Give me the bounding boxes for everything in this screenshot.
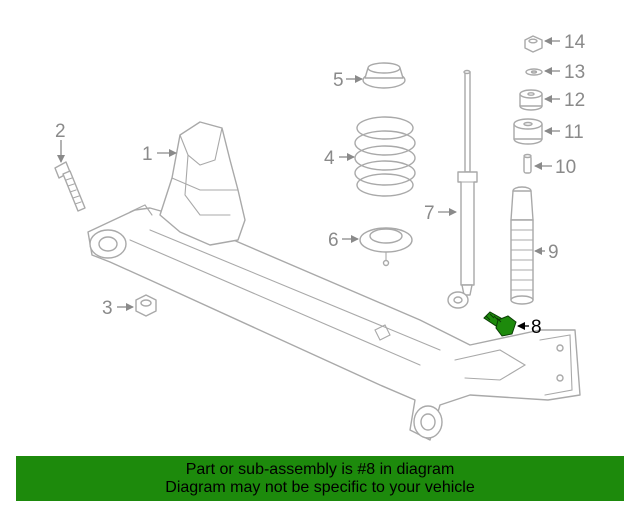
callout-9: 9	[548, 242, 559, 263]
shock-absorber-part	[447, 69, 478, 309]
callout-11: 11	[564, 122, 584, 143]
lower-spring-seat-part	[359, 227, 413, 267]
washer-part	[525, 68, 543, 76]
banner-line-2: Diagram may not be specific to your vehi…	[165, 478, 475, 496]
mount-bushing-part	[513, 118, 543, 145]
nut-part	[135, 294, 157, 317]
axle-beam-part	[87, 121, 581, 441]
callout-2: 2	[55, 121, 66, 142]
sleeve-part	[523, 153, 532, 174]
callout-12: 12	[564, 90, 585, 111]
callout-14: 14	[564, 32, 586, 53]
upper-bushing-part	[519, 89, 543, 111]
highlighted-bolt-part	[483, 311, 517, 337]
highlight-banner: Part or sub-assembly is #8 in diagram Di…	[16, 456, 624, 501]
callout-5: 5	[333, 70, 344, 91]
callout-4: 4	[324, 148, 335, 169]
bump-stop-boot-part	[510, 186, 534, 305]
leader-lines	[57, 37, 560, 330]
callout-labels: 1 2 3 4 5 6 7 8 9 10 11 12 13 14	[55, 32, 586, 338]
callout-13: 13	[564, 62, 585, 83]
banner-line-1: Part or sub-assembly is #8 in diagram	[185, 460, 455, 478]
top-nut-part	[524, 35, 543, 53]
rear-suspension-diagram: 1 2 3 4 5 6 7 8 9 10 11 12 13 14	[54, 32, 586, 441]
bolt-part	[54, 161, 86, 212]
callout-3: 3	[102, 298, 113, 319]
callout-8: 8	[531, 317, 542, 338]
upper-spring-seat-part	[362, 62, 406, 89]
callout-10: 10	[555, 157, 576, 178]
coil-spring-part	[354, 116, 416, 197]
callout-1: 1	[142, 144, 153, 165]
callout-6: 6	[328, 230, 339, 251]
callout-7: 7	[424, 203, 435, 224]
